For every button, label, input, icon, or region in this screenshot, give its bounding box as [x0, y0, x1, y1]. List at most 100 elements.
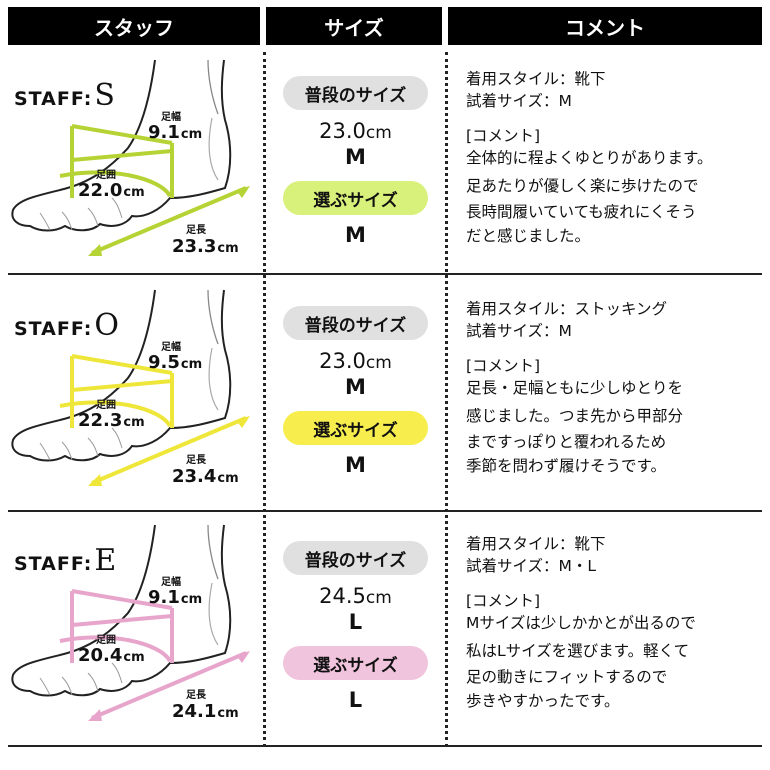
width-value: 9.1cm [148, 587, 202, 608]
girth-value: 22.0cm [78, 180, 145, 201]
comment-heading: [コメント] [466, 127, 541, 145]
length-label: 足長 [186, 690, 206, 701]
length-unit: cm [217, 471, 239, 486]
header-size: サイズ [266, 7, 442, 45]
girth-label: 足囲 [96, 170, 116, 181]
staff-name: STAFF:S [14, 78, 116, 113]
staff-colon: : [83, 88, 93, 110]
comment-heading: [コメント] [466, 592, 541, 610]
length-value: 23.3cm [172, 236, 239, 257]
comment-line: 歩きやすかったです。 [466, 692, 620, 710]
staff-name: STAFF:O [14, 308, 120, 343]
girth-label: 足囲 [96, 635, 116, 646]
comment-tried-size: 試着サイズ：M・L [466, 557, 597, 575]
usual-size-letter: L [348, 610, 363, 634]
usual-size-pill: 普段のサイズ [283, 541, 428, 575]
girth-unit: cm [123, 650, 145, 665]
row-divider [8, 745, 762, 747]
staff-letter: S [94, 78, 116, 113]
staff-colon: : [83, 318, 93, 340]
staff-name: STAFF:E [14, 543, 117, 578]
comment-line: 足の動きにフィットするので [466, 668, 668, 686]
usual-size-unit: cm [365, 123, 392, 143]
girth-number: 22.3 [78, 410, 123, 431]
staff-row: STAFF:E 足幅 9.1cm 足囲 20.4cm 足長 24.1cm 普段の… [0, 513, 770, 748]
staff-prefix: STAFF [14, 553, 84, 575]
comment-style: 着用スタイル：ストッキング [466, 300, 668, 318]
width-label: 足幅 [161, 577, 181, 588]
comment-line: Mサイズは少しかかとが出るので [466, 614, 696, 632]
staff-letter: O [94, 308, 121, 343]
staff-row: STAFF:O 足幅 9.5cm 足囲 22.3cm 足長 23.4cm 普段の… [0, 278, 770, 513]
comment-line: 足あたりが優しく楽に歩けたので [466, 177, 699, 195]
width-number: 9.1 [148, 587, 180, 608]
length-label: 足長 [186, 225, 206, 236]
chosen-size-value: M [345, 453, 366, 477]
foot-illustration [0, 278, 260, 513]
staff-colon: : [83, 553, 93, 575]
usual-size-letter: M [345, 375, 366, 399]
usual-size-value: 23.0cm [263, 119, 448, 143]
length-value: 23.4cm [172, 466, 239, 487]
usual-size-letter: M [345, 145, 366, 169]
width-unit: cm [180, 357, 203, 372]
column-divider [263, 52, 266, 747]
girth-label: 足囲 [96, 400, 116, 411]
width-number: 9.5 [148, 352, 180, 373]
width-label: 足幅 [161, 112, 181, 123]
girth-unit: cm [123, 415, 145, 430]
usual-size-cm: 24.5 [319, 584, 366, 608]
staff-prefix: STAFF [14, 88, 84, 110]
comment-style: 着用スタイル：靴下 [466, 535, 606, 553]
length-unit: cm [217, 706, 239, 721]
comment-style: 着用スタイル：靴下 [466, 70, 606, 88]
girth-unit: cm [123, 185, 145, 200]
foot-illustration [0, 48, 260, 283]
length-value: 24.1cm [172, 701, 239, 722]
width-number: 9.1 [148, 122, 180, 143]
chosen-size-pill: 選ぶサイズ [283, 646, 428, 680]
width-unit: cm [180, 592, 203, 607]
length-unit: cm [217, 241, 239, 256]
comment-line: だと感じました。 [466, 227, 591, 245]
column-divider [445, 52, 448, 747]
header-comment: コメント [448, 7, 762, 45]
comment-line: 季節を問わず履けそうです。 [466, 457, 666, 475]
girth-value: 20.4cm [78, 645, 145, 666]
comment-line: 感じました。つま先から甲部分 [466, 407, 684, 425]
length-number: 24.1 [172, 701, 217, 722]
comment-tried-size: 試着サイズ：M [466, 322, 572, 340]
usual-size-unit: cm [365, 588, 392, 608]
length-label: 足長 [186, 455, 206, 466]
chosen-size-pill: 選ぶサイズ [283, 181, 428, 215]
staff-prefix: STAFF [14, 318, 84, 340]
header-staff: スタッフ [8, 7, 260, 45]
girth-number: 20.4 [78, 645, 123, 666]
comment-heading: [コメント] [466, 357, 541, 375]
usual-size-cm: 23.0 [319, 349, 366, 373]
comment-line: 私はLサイズを選びます。軽くて [466, 642, 690, 660]
comment-line: 長時間履いていても疲れにくそう [466, 203, 697, 221]
comment-tried-size: 試着サイズ：M [466, 92, 572, 110]
length-number: 23.4 [172, 466, 217, 487]
width-label: 足幅 [161, 342, 181, 353]
row-divider [8, 273, 762, 275]
chosen-size-pill: 選ぶサイズ [283, 411, 428, 445]
chosen-size-value: L [348, 688, 363, 712]
girth-number: 22.0 [78, 180, 123, 201]
width-unit: cm [180, 127, 203, 142]
foot-illustration [0, 513, 260, 748]
usual-size-pill: 普段のサイズ [283, 306, 428, 340]
row-divider [8, 510, 762, 512]
chosen-size-value: M [345, 223, 366, 247]
comment-line: 足長・足幅ともに少しゆとりを [466, 379, 684, 397]
girth-value: 22.3cm [78, 410, 145, 431]
usual-size-value: 24.5cm [263, 584, 448, 608]
usual-size-value: 23.0cm [263, 349, 448, 373]
usual-size-pill: 普段のサイズ [283, 76, 428, 110]
width-value: 9.1cm [148, 122, 202, 143]
comment-line: まですっぽりと覆われるため [466, 433, 667, 451]
usual-size-cm: 23.0 [319, 119, 366, 143]
comment-line: 全体的に程よくゆとりがあります。 [466, 149, 713, 167]
staff-row: STAFF:S 足幅 9.1cm 足囲 22.0cm 足長 23.3cm 普段の… [0, 48, 770, 283]
